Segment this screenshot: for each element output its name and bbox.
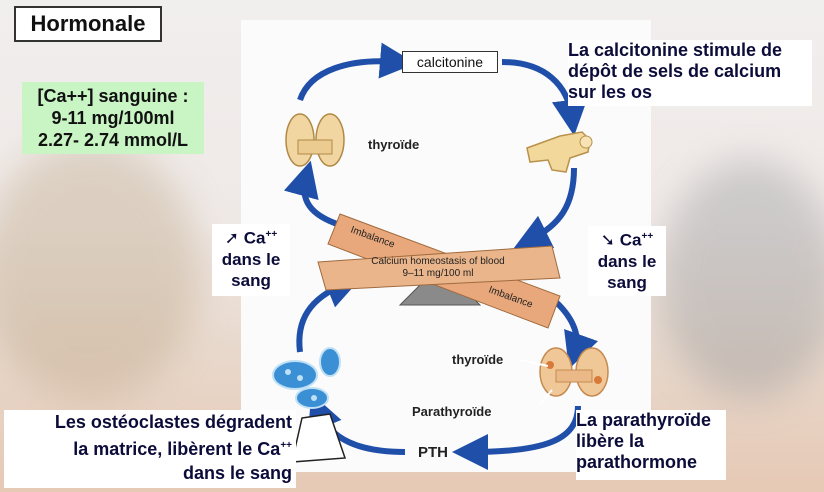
- ca-decrease-line-3: sang: [588, 272, 666, 293]
- seesaw-center-line-1: Calcium homeostasis of blood: [371, 256, 504, 267]
- calcitonin-effect-line-2: dépôt de sels de calcium: [568, 61, 812, 82]
- ca-decrease-sup: ++: [642, 231, 654, 242]
- ca-increase-box: ➚ Ca++ dans le sang: [212, 224, 290, 296]
- ca-decrease-ca: Ca: [620, 231, 642, 250]
- arrow-seesaw-to-parathyroid: [556, 302, 577, 352]
- arrow-thyroid-to-calcitonin: [300, 61, 398, 100]
- calcitonin-effect-line-3: sur les os: [568, 82, 812, 103]
- arrow-osteoclasts-to-seesaw: [299, 284, 345, 352]
- ca-increase-sup: ++: [266, 229, 278, 240]
- arrow-seesaw-to-thyroid: [304, 178, 340, 225]
- osteoclast-text: Les ostéoclastes dégradent la matrice, l…: [4, 410, 296, 488]
- parathyroid-effect-text: La parathyroïde libère la parathormone: [576, 410, 726, 480]
- osteoclast-sup: ++: [280, 440, 292, 451]
- parathyroid-effect-line-2: libère la: [576, 431, 726, 452]
- thyroid-bottom-label: thyroïde: [452, 352, 503, 367]
- thyroid-top-label: thyroïde: [368, 137, 419, 152]
- ca-decrease-box: ➘ Ca++ dans le sang: [588, 226, 666, 296]
- calcitonin-effect-line-1: La calcitonine stimule de: [568, 40, 812, 61]
- ca-decrease-line-1: ➘ Ca++: [588, 226, 666, 251]
- parathyroid-effect-line-1: La parathyroïde: [576, 410, 726, 431]
- arrow-down-icon: ➘: [601, 231, 615, 250]
- osteoclast-line-1: Les ostéoclastes dégradent: [4, 410, 292, 434]
- calcitonin-effect-text: La calcitonine stimule de dépôt de sels …: [568, 40, 812, 106]
- ca-increase-line-3: sang: [212, 270, 290, 291]
- ca-decrease-line-2: dans le: [588, 251, 666, 272]
- osteoclast-callout: [292, 414, 345, 462]
- seesaw-center-line-2: 9–11 mg/100 ml: [403, 268, 474, 279]
- thyroid-bottom-icon: [520, 348, 608, 404]
- arrow-bone-to-seesaw: [530, 168, 574, 240]
- parathyroid-effect-line-3: parathormone: [576, 452, 726, 473]
- osteoclasts-icon: [273, 348, 340, 408]
- ca-increase-line-1: ➚ Ca++: [212, 224, 290, 249]
- ca-increase-line-2: dans le: [212, 249, 290, 270]
- ca-increase-ca: Ca: [244, 229, 266, 248]
- parathyroid-label: Parathyroïde: [412, 404, 491, 419]
- calcitonin-label: calcitonine: [402, 51, 498, 73]
- arrow-up-icon: ➚: [225, 229, 239, 248]
- osteoclast-line-3: dans le sang: [4, 461, 292, 485]
- arrow-calcitonin-to-bone: [502, 62, 572, 118]
- osteoclast-line-2: la matrice, libèrent le Ca++: [4, 434, 292, 461]
- thyroid-top-icon: [286, 114, 344, 166]
- osteoclast-line-2-text: la matrice, libèrent le Ca: [73, 439, 280, 459]
- bone-icon: [527, 132, 592, 172]
- pth-label: PTH: [418, 444, 448, 461]
